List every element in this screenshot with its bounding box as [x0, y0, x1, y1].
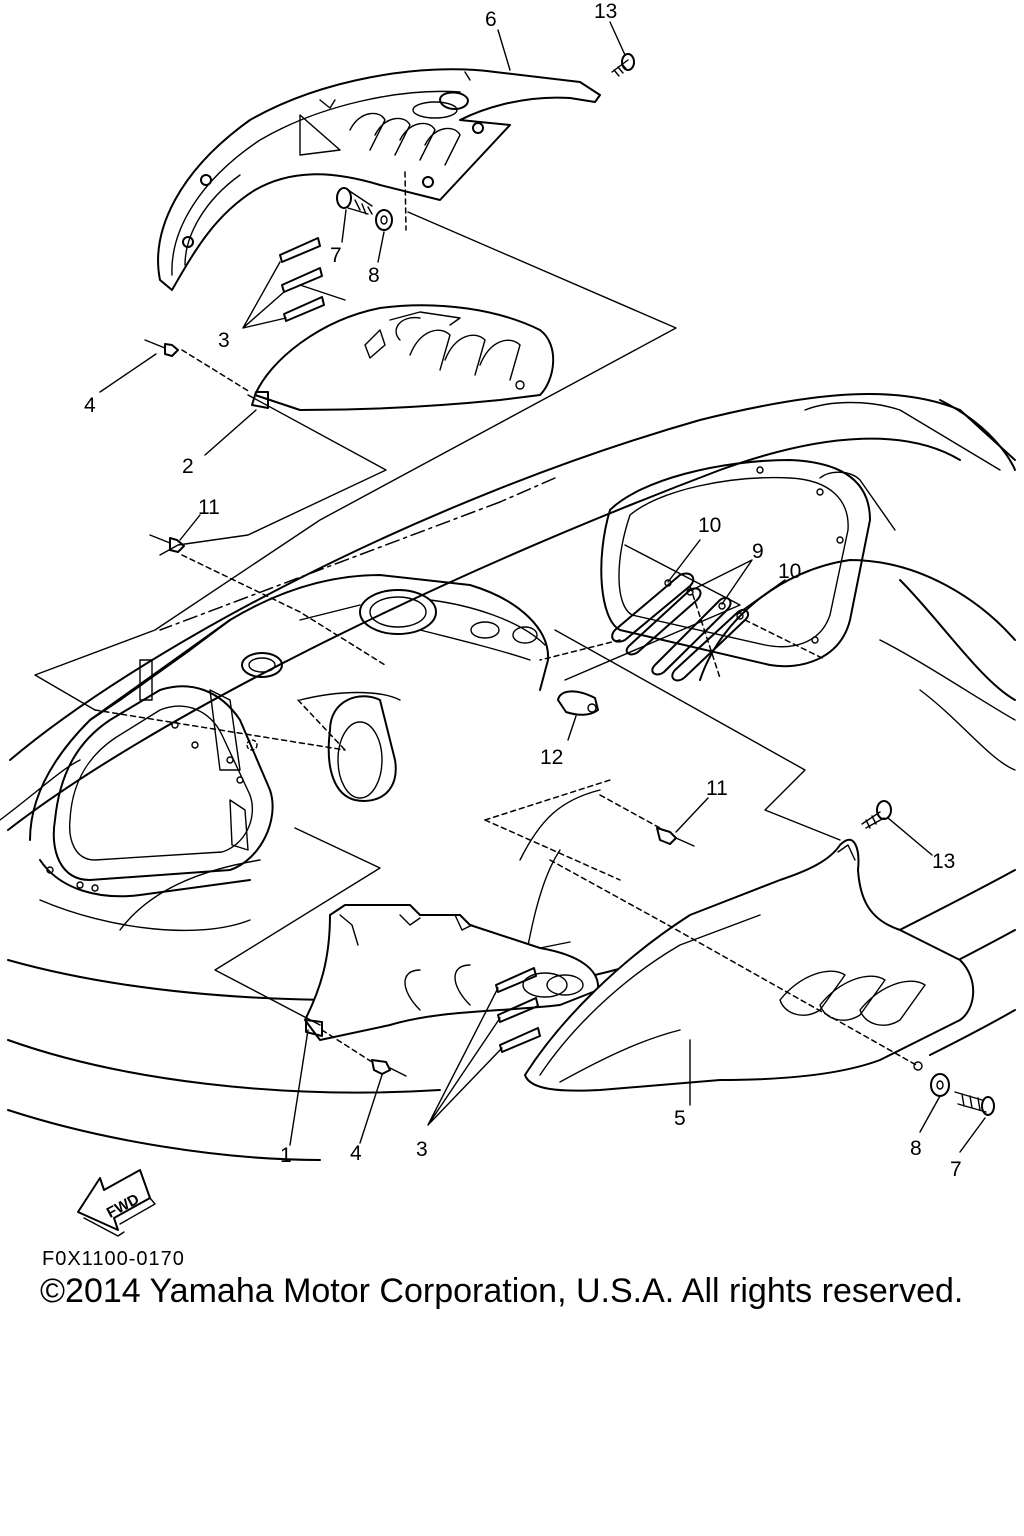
assembly-lines [34, 171, 919, 1067]
part-4-rivet-upper [144, 339, 179, 357]
callout-1: 1 [280, 1144, 292, 1167]
part-7-bolt-upper [336, 187, 373, 215]
part-9-10-straps [611, 572, 749, 682]
fwd-arrow-icon: FWD [77, 1169, 156, 1237]
callout-labels: 6 13 7 8 3 4 2 11 10 9 10 12 11 13 5 1 4… [84, 0, 962, 1181]
part-8-washer-upper [375, 209, 393, 231]
callout-8-upper: 8 [368, 264, 380, 287]
callout-2: 2 [182, 455, 194, 478]
callout-3-lower: 3 [416, 1138, 428, 1161]
part-7-bolt-lower [954, 1091, 995, 1116]
callout-8-lower: 8 [910, 1137, 922, 1160]
callout-4-lower: 4 [350, 1142, 362, 1165]
callout-5: 5 [674, 1107, 686, 1130]
callout-13-top: 13 [594, 0, 617, 23]
part-12-clip [557, 690, 599, 716]
part-11-rivet-lower [656, 827, 695, 847]
part-5-side-panel [524, 838, 975, 1092]
exploded-parts-diagram: 6 13 7 8 3 4 2 11 10 9 10 12 11 13 5 1 4… [0, 0, 1016, 1237]
callout-11-left: 11 [198, 496, 220, 519]
callout-7-upper: 7 [330, 244, 342, 267]
part-6-upper-cover [157, 68, 601, 291]
fwd-label: FWD [104, 1191, 142, 1222]
rear-deck [29, 574, 550, 898]
callout-3-upper: 3 [218, 329, 230, 352]
leader-lines [99, 21, 986, 1153]
callout-4-upper: 4 [84, 394, 96, 417]
callout-10-lower: 10 [778, 560, 801, 583]
part-4-rivet-lower [371, 1059, 407, 1077]
callout-7-lower: 7 [950, 1158, 962, 1181]
callout-11-right: 11 [706, 777, 728, 800]
hull-deck-body [0, 393, 1016, 1161]
part-8-washer-lower [930, 1073, 950, 1097]
part-1-side-panel [304, 904, 600, 1041]
seat-opening [600, 459, 871, 668]
copyright-notice: ©2014 Yamaha Motor Corporation, U.S.A. A… [40, 1272, 964, 1310]
figure-reference-code: F0X1100-0170 [42, 1248, 185, 1270]
callout-6: 6 [485, 8, 497, 31]
part-11-rivet-left [149, 534, 185, 553]
callout-10-upper: 10 [698, 514, 721, 537]
callout-9: 9 [752, 540, 764, 563]
part-2-inner-cover [251, 304, 555, 411]
callout-12: 12 [540, 746, 563, 769]
part-13-bolt-top [611, 53, 635, 77]
callout-13-lower: 13 [932, 850, 955, 873]
part-13-bolt-lower [861, 800, 892, 829]
part-3-pads-upper [279, 237, 325, 322]
